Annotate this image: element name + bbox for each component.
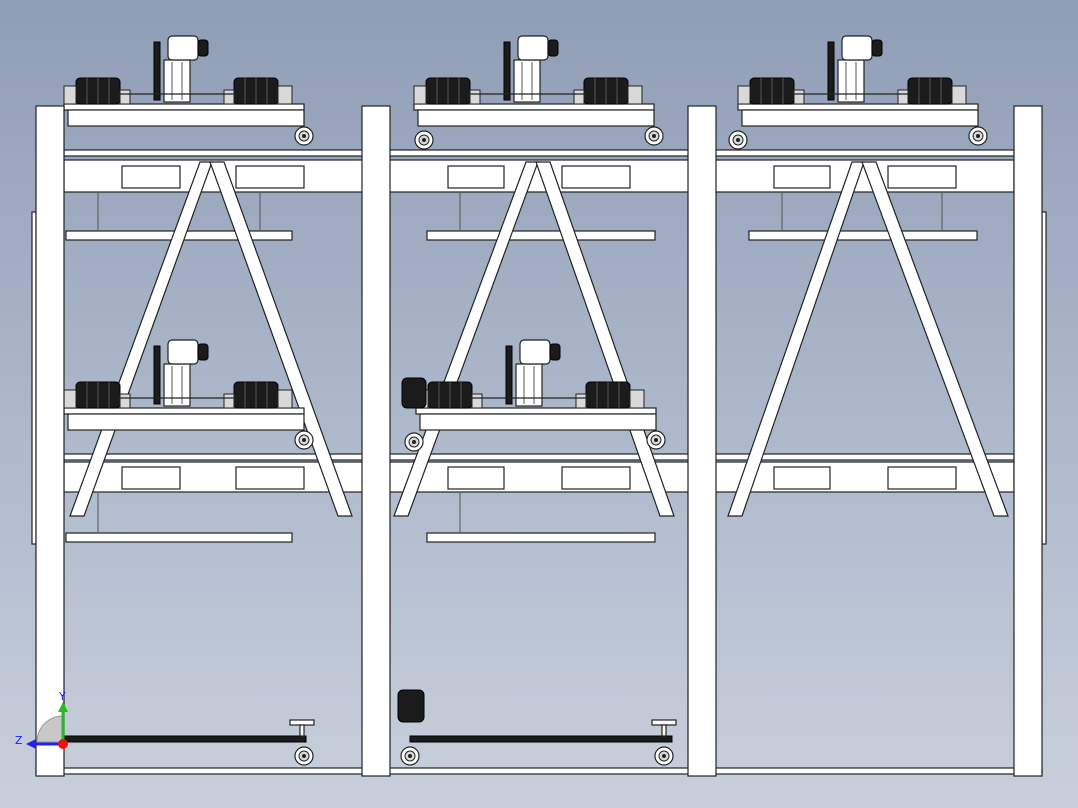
origin-dot: [58, 739, 68, 749]
z-axis-head: [26, 739, 36, 749]
rack-structure: [31, 36, 1047, 777]
y-axis-label: Y: [58, 690, 66, 703]
coordinate-triad: Y Z: [15, 690, 68, 749]
z-axis-label: Z: [15, 734, 23, 747]
triad-arc: [36, 715, 64, 743]
pallets-ground: [63, 689, 677, 766]
beam-level-middle: [63, 453, 1015, 493]
pallets-middle: [64, 340, 665, 452]
pallets-top: [64, 36, 987, 150]
columns: [35, 105, 1043, 777]
y-axis-head: [58, 702, 68, 712]
